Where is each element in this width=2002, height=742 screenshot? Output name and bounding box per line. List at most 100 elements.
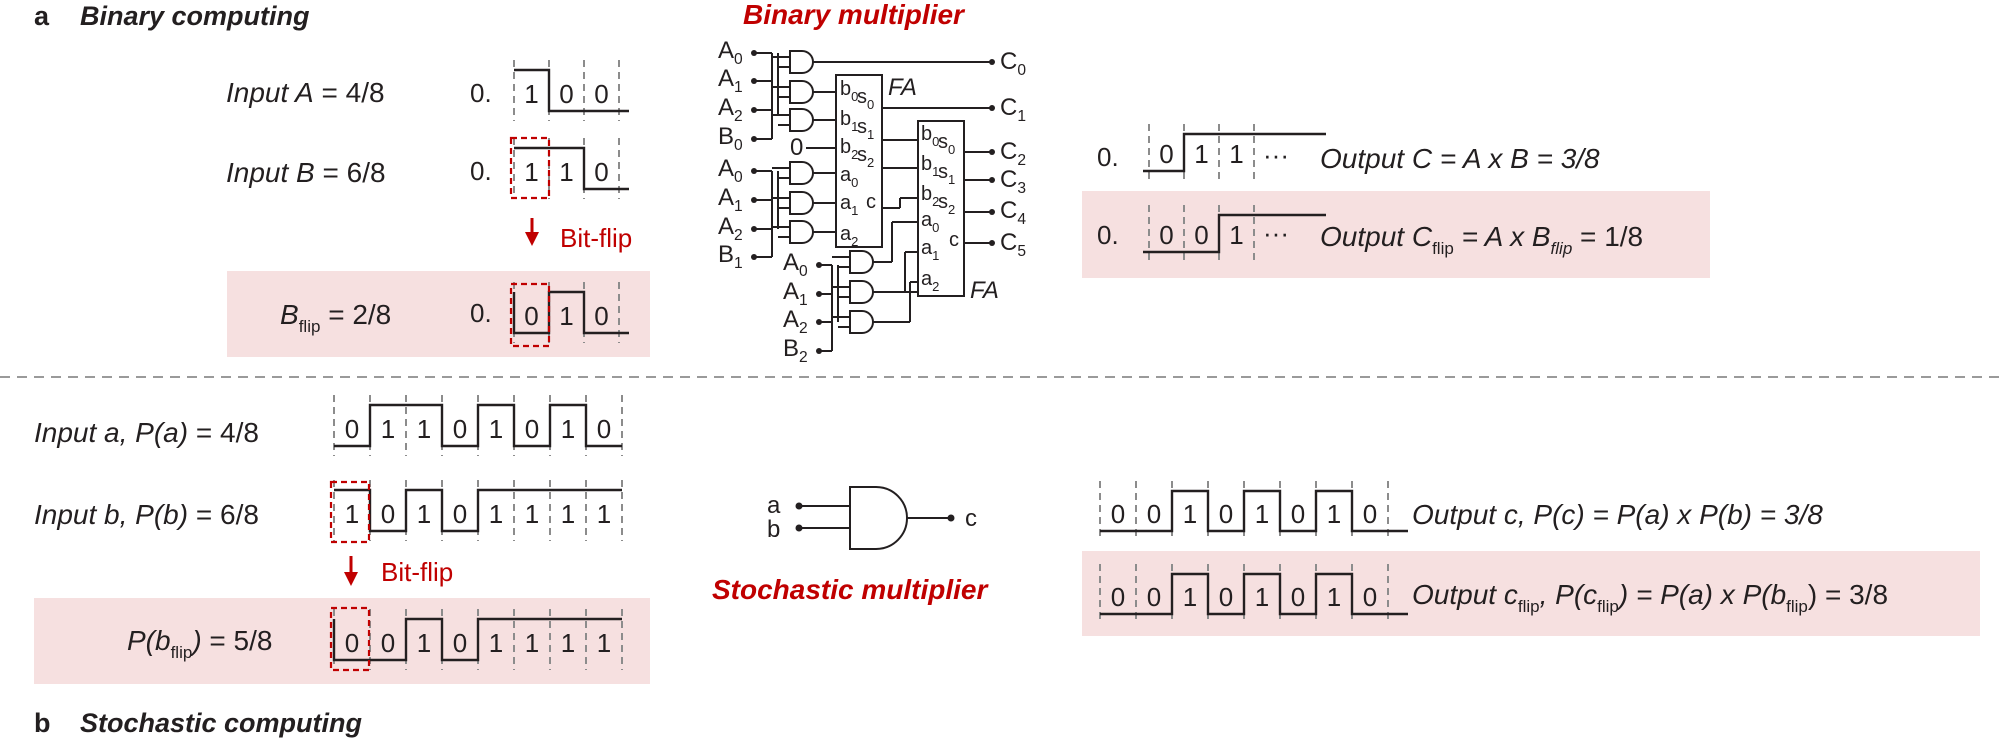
signal-label: C4 [1000,197,1026,228]
bitflip-arrow-b [344,556,358,586]
signal-trace [334,488,622,533]
full-adder-2 [917,120,965,297]
bit-value: 0 [453,414,467,444]
bit-value: 0 [525,414,539,444]
output-c-ellipsis: ··· [1263,140,1289,170]
signal-label: s1 [857,116,874,142]
bit-value: 1 [1194,139,1208,169]
bit-value: 0 [1111,499,1125,529]
stochastic-multiplier-title: Stochastic multiplier [712,574,989,605]
input-b-label: Input B = 6/8 [226,157,386,188]
and-gate [849,250,874,274]
signal-label: a0 [840,164,858,190]
bit-value: 1 [1183,582,1197,612]
bitflip-arrow-a [525,218,539,246]
signal-label: A1 [718,65,743,96]
signal-label: A2 [783,306,808,337]
signal-label: c [866,191,876,213]
bit-value: 1 [1183,499,1197,529]
signal-label: a2 [840,223,858,249]
bit-value: 0 [1147,582,1161,612]
signal-label: A1 [718,184,743,215]
bit-value: 1 [524,79,538,109]
bit-value: 1 [345,499,359,529]
full-adder-1 [835,74,883,248]
input-a-label: Input A = 4/8 [226,77,385,108]
panel-a-title: Binary computing [80,1,310,31]
and-gate [789,220,814,244]
panel-b-letter: b [34,708,51,738]
signal-label: C3 [1000,166,1026,197]
output-cflip-label: Output Cflip = A x Bflip = 1/8 [1320,221,1643,258]
signal-label: b0 [921,123,939,149]
and-gate [789,191,814,215]
and-gate [789,161,814,185]
and-gate [789,50,814,74]
output-pcflip-label: Output cflip, P(cflip) = P(a) x P(bflip)… [1412,579,1888,616]
stochastic-input-a: a [767,492,781,519]
bit-value: 0 [1363,582,1377,612]
signal-label: A0 [718,155,743,186]
signal-label: b1 [921,153,939,179]
bit-value: 1 [559,301,573,331]
bit-value: 1 [1255,582,1269,612]
fa1-label: FA [888,74,917,101]
bit-value: 0 [453,628,467,658]
input-pa-label: Input a, P(a) = 4/8 [34,417,259,448]
bitflip-label-a: Bit-flip [560,223,632,253]
bflip-highlight [227,271,650,357]
bit-value: 1 [1229,220,1243,250]
cflip-highlight [1082,191,1710,278]
signal-label: s2 [857,144,874,170]
signal-label: s0 [857,86,874,112]
signal-label: B2 [783,335,808,366]
bit-value: 0 [1291,582,1305,612]
bit-value: 1 [597,628,611,658]
bit-value: 0 [524,301,538,331]
input-a-prefix: 0. [470,78,492,108]
and-gate [789,108,814,132]
bit-value: 0 [1219,499,1233,529]
signal-label: a1 [840,192,858,218]
bit-value: 1 [1327,582,1341,612]
signal-trace [334,403,622,448]
bit-value: 1 [524,157,538,187]
bit-value: 0 [1159,220,1173,250]
bit-value: 0 [1111,582,1125,612]
output-pc-label: Output c, P(c) = P(a) x P(b) = 3/8 [1412,499,1823,530]
signal-label: B1 [718,241,743,272]
bit-value: 1 [417,499,431,529]
and-gate [849,280,874,304]
signal-label: s2 [938,191,955,217]
stochastic-and-gate [795,486,955,550]
signal-label: A0 [783,249,808,280]
signal-label: C2 [1000,138,1026,169]
bit-value: 1 [597,499,611,529]
bit-value: 1 [489,499,503,529]
signal-label: C1 [1000,94,1026,125]
bit-value: 1 [417,628,431,658]
bit-value: 0 [1147,499,1161,529]
signal-trace [514,146,629,191]
input-b-prefix: 0. [470,156,492,186]
signal-label: b1 [840,108,858,134]
signal-label: b0 [840,78,858,104]
input-b-flip-bit-box [509,136,551,200]
input-pb-label: Input b, P(b) = 6/8 [34,499,259,530]
bit-value: 0 [381,499,395,529]
input-pb-flip-bit-box [329,480,371,544]
signal-label: b2 [840,136,858,162]
signal-label: A0 [718,37,743,68]
output-cflip-ellipsis: ··· [1263,218,1289,248]
bit-value: 1 [1255,499,1269,529]
bit-value: 0 [1194,220,1208,250]
stochastic-cflip-highlight [1082,551,1980,636]
output-c-prefix: 0. [1097,142,1119,172]
bit-value: 0 [453,499,467,529]
panel-a-letter: a [34,1,50,31]
